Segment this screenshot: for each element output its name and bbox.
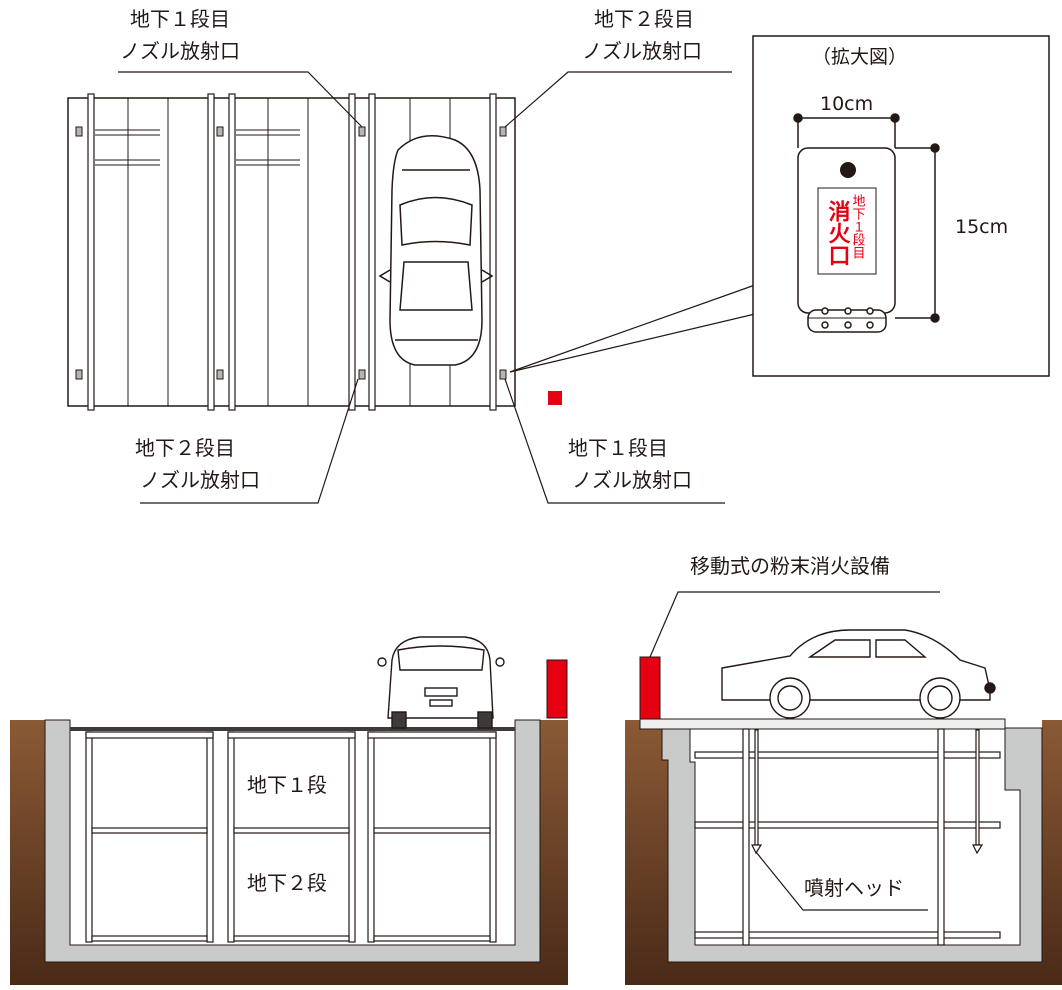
nozzle-outlets-plan [75, 126, 507, 380]
concrete-left [44, 719, 541, 963]
label-top-left-2: ノズル放射口 [120, 39, 240, 63]
level-1-label: 地下１段 [247, 773, 327, 797]
top-leaders [118, 71, 756, 504]
level-2-label: 地下２段 [247, 871, 327, 895]
detail-height-label: 15cm [955, 216, 1008, 238]
top-view-plan [67, 93, 562, 411]
extinguisher-left [546, 659, 568, 719]
nozzle-label: 噴射ヘッド [804, 876, 904, 900]
detail-box: （拡大図） 10cm 15cm 地下１段目 消火口 [752, 35, 1050, 377]
label-bottom-left-1: 地下２段目 [135, 436, 235, 460]
equipment-label: 移動式の粉末消火設備 [690, 554, 890, 578]
detail-title: （拡大図） [812, 46, 907, 68]
label-bottom-right-1: 地下１段目 [568, 436, 668, 460]
extinguisher-right [639, 656, 661, 720]
concrete-right [661, 727, 1043, 963]
right-section: 移動式の粉末消火設備 噴射ヘッド [625, 554, 1062, 985]
car-side-view [721, 629, 996, 719]
extinguisher-plan [548, 391, 562, 405]
deck-right [639, 718, 1006, 730]
label-top-right-1: 地下２段目 [594, 7, 694, 31]
detail-width-label: 10cm [820, 93, 873, 115]
car-top-view [378, 135, 494, 366]
label-top-right-2: ノズル放射口 [582, 39, 702, 63]
left-section: 地下１段 地下２段 [10, 636, 568, 985]
car-front-view [377, 636, 505, 729]
label-top-left-1: 地下１段目 [130, 7, 230, 31]
label-bottom-right-2: ノズル放射口 [572, 468, 692, 492]
label-bottom-left-2: ノズル放射口 [140, 468, 260, 492]
cross-beams [95, 129, 300, 166]
plate-small-text: 地下１段目 [850, 194, 866, 259]
columns-plan [87, 93, 497, 411]
plate-big-text: 消火口 [825, 200, 851, 266]
